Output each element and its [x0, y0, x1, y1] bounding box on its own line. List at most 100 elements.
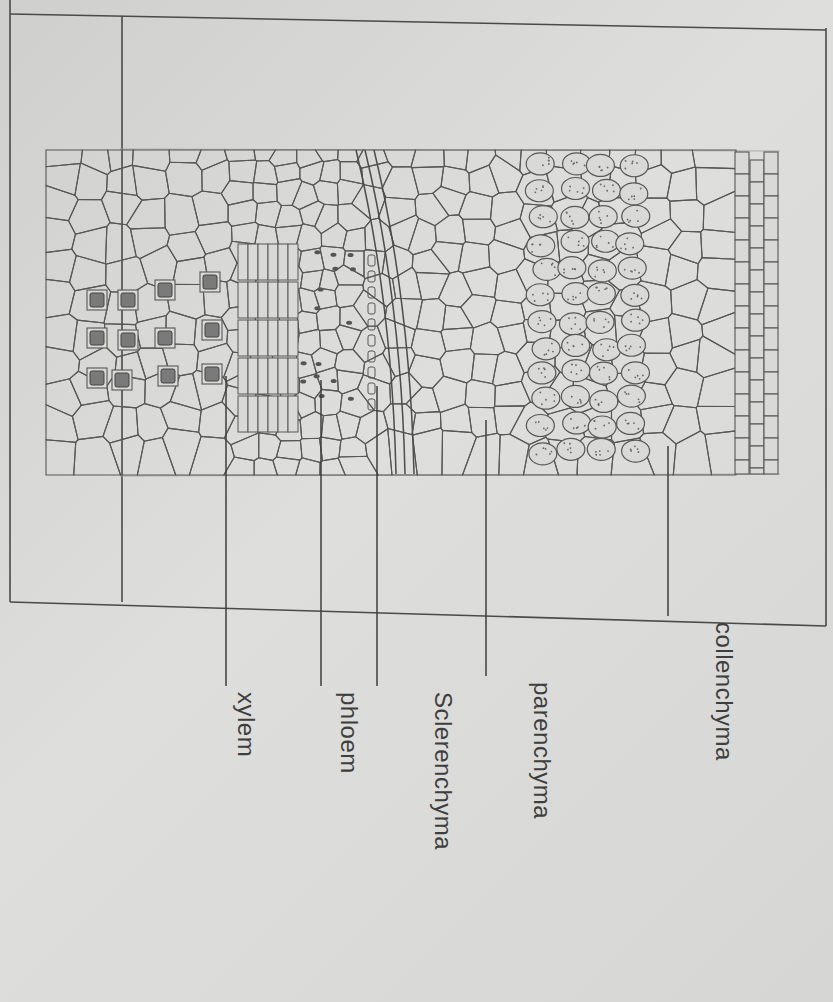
plastid-dot [584, 165, 586, 167]
cell-outline [525, 180, 553, 202]
leader-lines [226, 376, 668, 686]
plastid-dot [596, 246, 598, 248]
plastid-dot [545, 429, 547, 431]
dotted-cell [557, 438, 585, 460]
sclerenchyma-cell [368, 335, 375, 346]
cell [461, 295, 496, 328]
dotted-cell [562, 334, 590, 356]
cell [137, 437, 175, 475]
cell [46, 440, 76, 475]
dotted-cell [593, 339, 621, 361]
cambium-cell [258, 358, 268, 394]
cell-outline [527, 235, 555, 257]
companion-cell [332, 267, 338, 271]
plastid-dot [597, 366, 599, 368]
plastid-dot [603, 425, 605, 427]
plastid-dot [569, 443, 571, 445]
cell-outline [533, 258, 561, 280]
companion-cell [315, 362, 321, 366]
plastid-dot [628, 369, 630, 371]
plastid-dot [574, 323, 576, 325]
frame-line [9, 0, 11, 602]
cell [46, 347, 80, 385]
plastid-dot [639, 346, 641, 348]
plastid-dot [609, 346, 611, 348]
dotted-cell [526, 414, 554, 436]
plastid-dot [576, 373, 578, 375]
vessel-lumen [205, 367, 219, 381]
vessel-wall [87, 368, 107, 388]
plastid-dot [576, 162, 578, 164]
dotted-cell [525, 180, 553, 202]
companion-cell [314, 250, 320, 254]
plastid-dot [603, 326, 605, 328]
cell [299, 374, 322, 399]
cell [495, 381, 531, 406]
plastid-dot [628, 198, 630, 200]
dotted-cell [558, 257, 586, 279]
epidermal-cell [764, 218, 778, 240]
cell [352, 185, 386, 220]
cell [296, 224, 322, 252]
cell [253, 183, 277, 204]
plastid-dot [547, 427, 549, 429]
plastid-dot [603, 367, 605, 369]
cell [611, 401, 643, 442]
cambium-cell [268, 244, 278, 280]
plastid-dot [630, 449, 632, 451]
epidermal-cell [735, 240, 749, 262]
cell [46, 279, 75, 317]
cell [316, 367, 338, 391]
plastid-dot [604, 288, 606, 290]
plastid-dot [543, 447, 545, 449]
cell-outline [622, 440, 650, 462]
cell [221, 181, 253, 206]
cambium-cell [238, 358, 248, 394]
plastid-dot [613, 346, 615, 348]
cell [320, 160, 341, 184]
frame [10, 0, 826, 626]
epidermal-cell [764, 372, 778, 394]
cell [300, 438, 322, 462]
plastid-dot [595, 399, 597, 401]
plastid-dot [551, 264, 553, 266]
cell [195, 222, 232, 255]
plastid-dot [627, 219, 629, 221]
epidermal-cell [735, 350, 749, 372]
plastid-dot [553, 400, 555, 402]
cell [705, 431, 736, 475]
plastid-dot [605, 318, 607, 320]
plastid-dot [632, 161, 634, 163]
dotted-cell [587, 438, 615, 460]
plastid-dot [547, 293, 549, 295]
cell [417, 298, 446, 332]
plastid-dot [571, 328, 573, 330]
plastid-dot [567, 299, 569, 301]
plastid-dot [594, 276, 596, 278]
plastid-dot [541, 262, 543, 264]
sclerenchyma-line [374, 150, 414, 474]
cell [495, 150, 521, 171]
epidermal-cell [735, 262, 749, 284]
plastid-dot [637, 316, 639, 318]
plastid-dot [572, 299, 574, 301]
plastid-dot [636, 162, 638, 164]
cell [412, 249, 450, 274]
cell [133, 165, 169, 200]
plastid-dot [548, 163, 550, 165]
plastid-dot [572, 223, 574, 225]
cell [199, 402, 235, 438]
vessel-lumen [158, 283, 172, 297]
cell-outline [528, 311, 556, 333]
plastid-dot [638, 401, 640, 403]
cambium-cell [238, 320, 248, 356]
frame-line [10, 14, 826, 30]
cell [353, 326, 386, 362]
epidermal-cell [750, 226, 764, 248]
plastid-dot [600, 236, 602, 238]
cell [703, 191, 736, 233]
plastid-dot [624, 269, 626, 271]
plastid-dot [595, 451, 597, 453]
cell-outline [562, 178, 590, 200]
